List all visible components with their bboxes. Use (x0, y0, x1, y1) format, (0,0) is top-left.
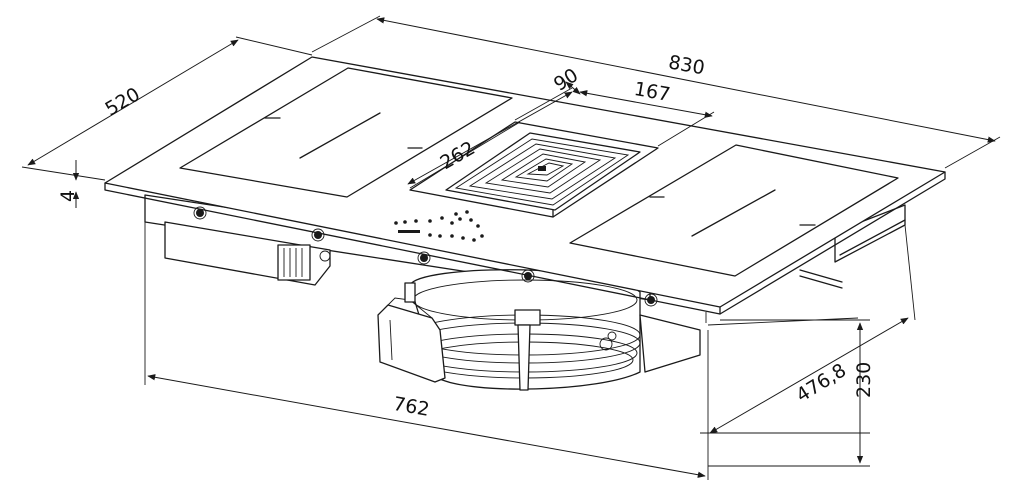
dim-90: 90 (550, 64, 582, 95)
dim-230: 230 (853, 362, 875, 398)
connector-fins (283, 248, 303, 277)
dim-4: 4 (57, 190, 79, 202)
chassis-bolts (193, 206, 658, 307)
fan-housing (377, 269, 701, 391)
cable-gland (319, 250, 331, 262)
side-block (639, 314, 701, 373)
underbody (144, 194, 906, 391)
right-zone (569, 144, 899, 277)
connector-block (277, 244, 311, 281)
dim-830: 830 (667, 51, 707, 79)
dim-520: 520 (101, 83, 143, 120)
touch-controls (394, 210, 484, 242)
dimension-lines (21, 15, 1001, 480)
dim-167: 167 (632, 78, 672, 106)
motor-box (377, 304, 446, 383)
dim-476-8: 476,8 (792, 359, 850, 406)
cable (799, 269, 843, 283)
dim-762: 762 (392, 393, 432, 421)
